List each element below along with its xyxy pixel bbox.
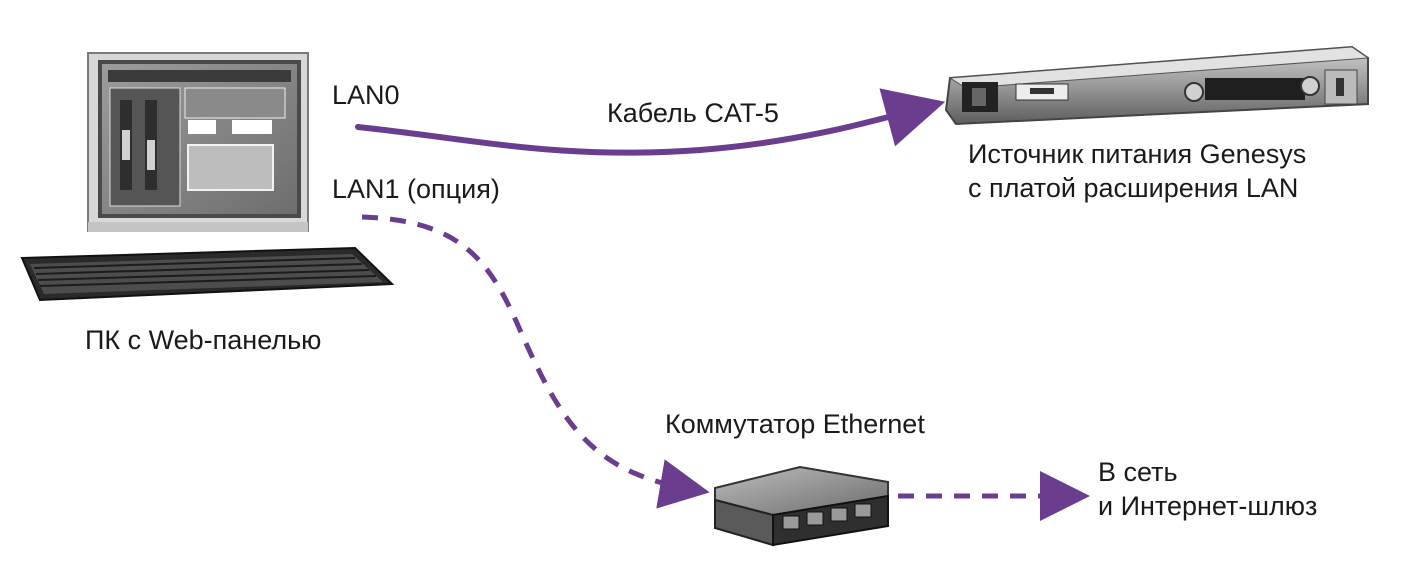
lan0-port-label: LAN0: [332, 80, 400, 110]
pc-label: ПК с Web-панелью: [85, 325, 322, 355]
lan1-port-label: LAN1 (опция): [332, 174, 500, 204]
lan1-dashed-link: [361, 214, 710, 509]
cable-label: Кабель CAT-5: [607, 98, 779, 128]
psu-label-line2: с платой расширения LAN: [968, 173, 1299, 203]
keyboard-icon: [20, 246, 395, 302]
pc-monitor-icon: [87, 52, 309, 232]
psu-label-line1: Источник питания Genesys: [968, 139, 1307, 169]
network-label-line1: В сеть: [1098, 457, 1178, 487]
switch-label: Коммутатор Ethernet: [665, 409, 925, 439]
cat5-cable-link: [355, 88, 946, 156]
ethernet-switch-icon: [714, 465, 889, 547]
power-supply-icon: [944, 45, 1370, 126]
network-label-line2: и Интернет-шлюз: [1098, 491, 1318, 521]
